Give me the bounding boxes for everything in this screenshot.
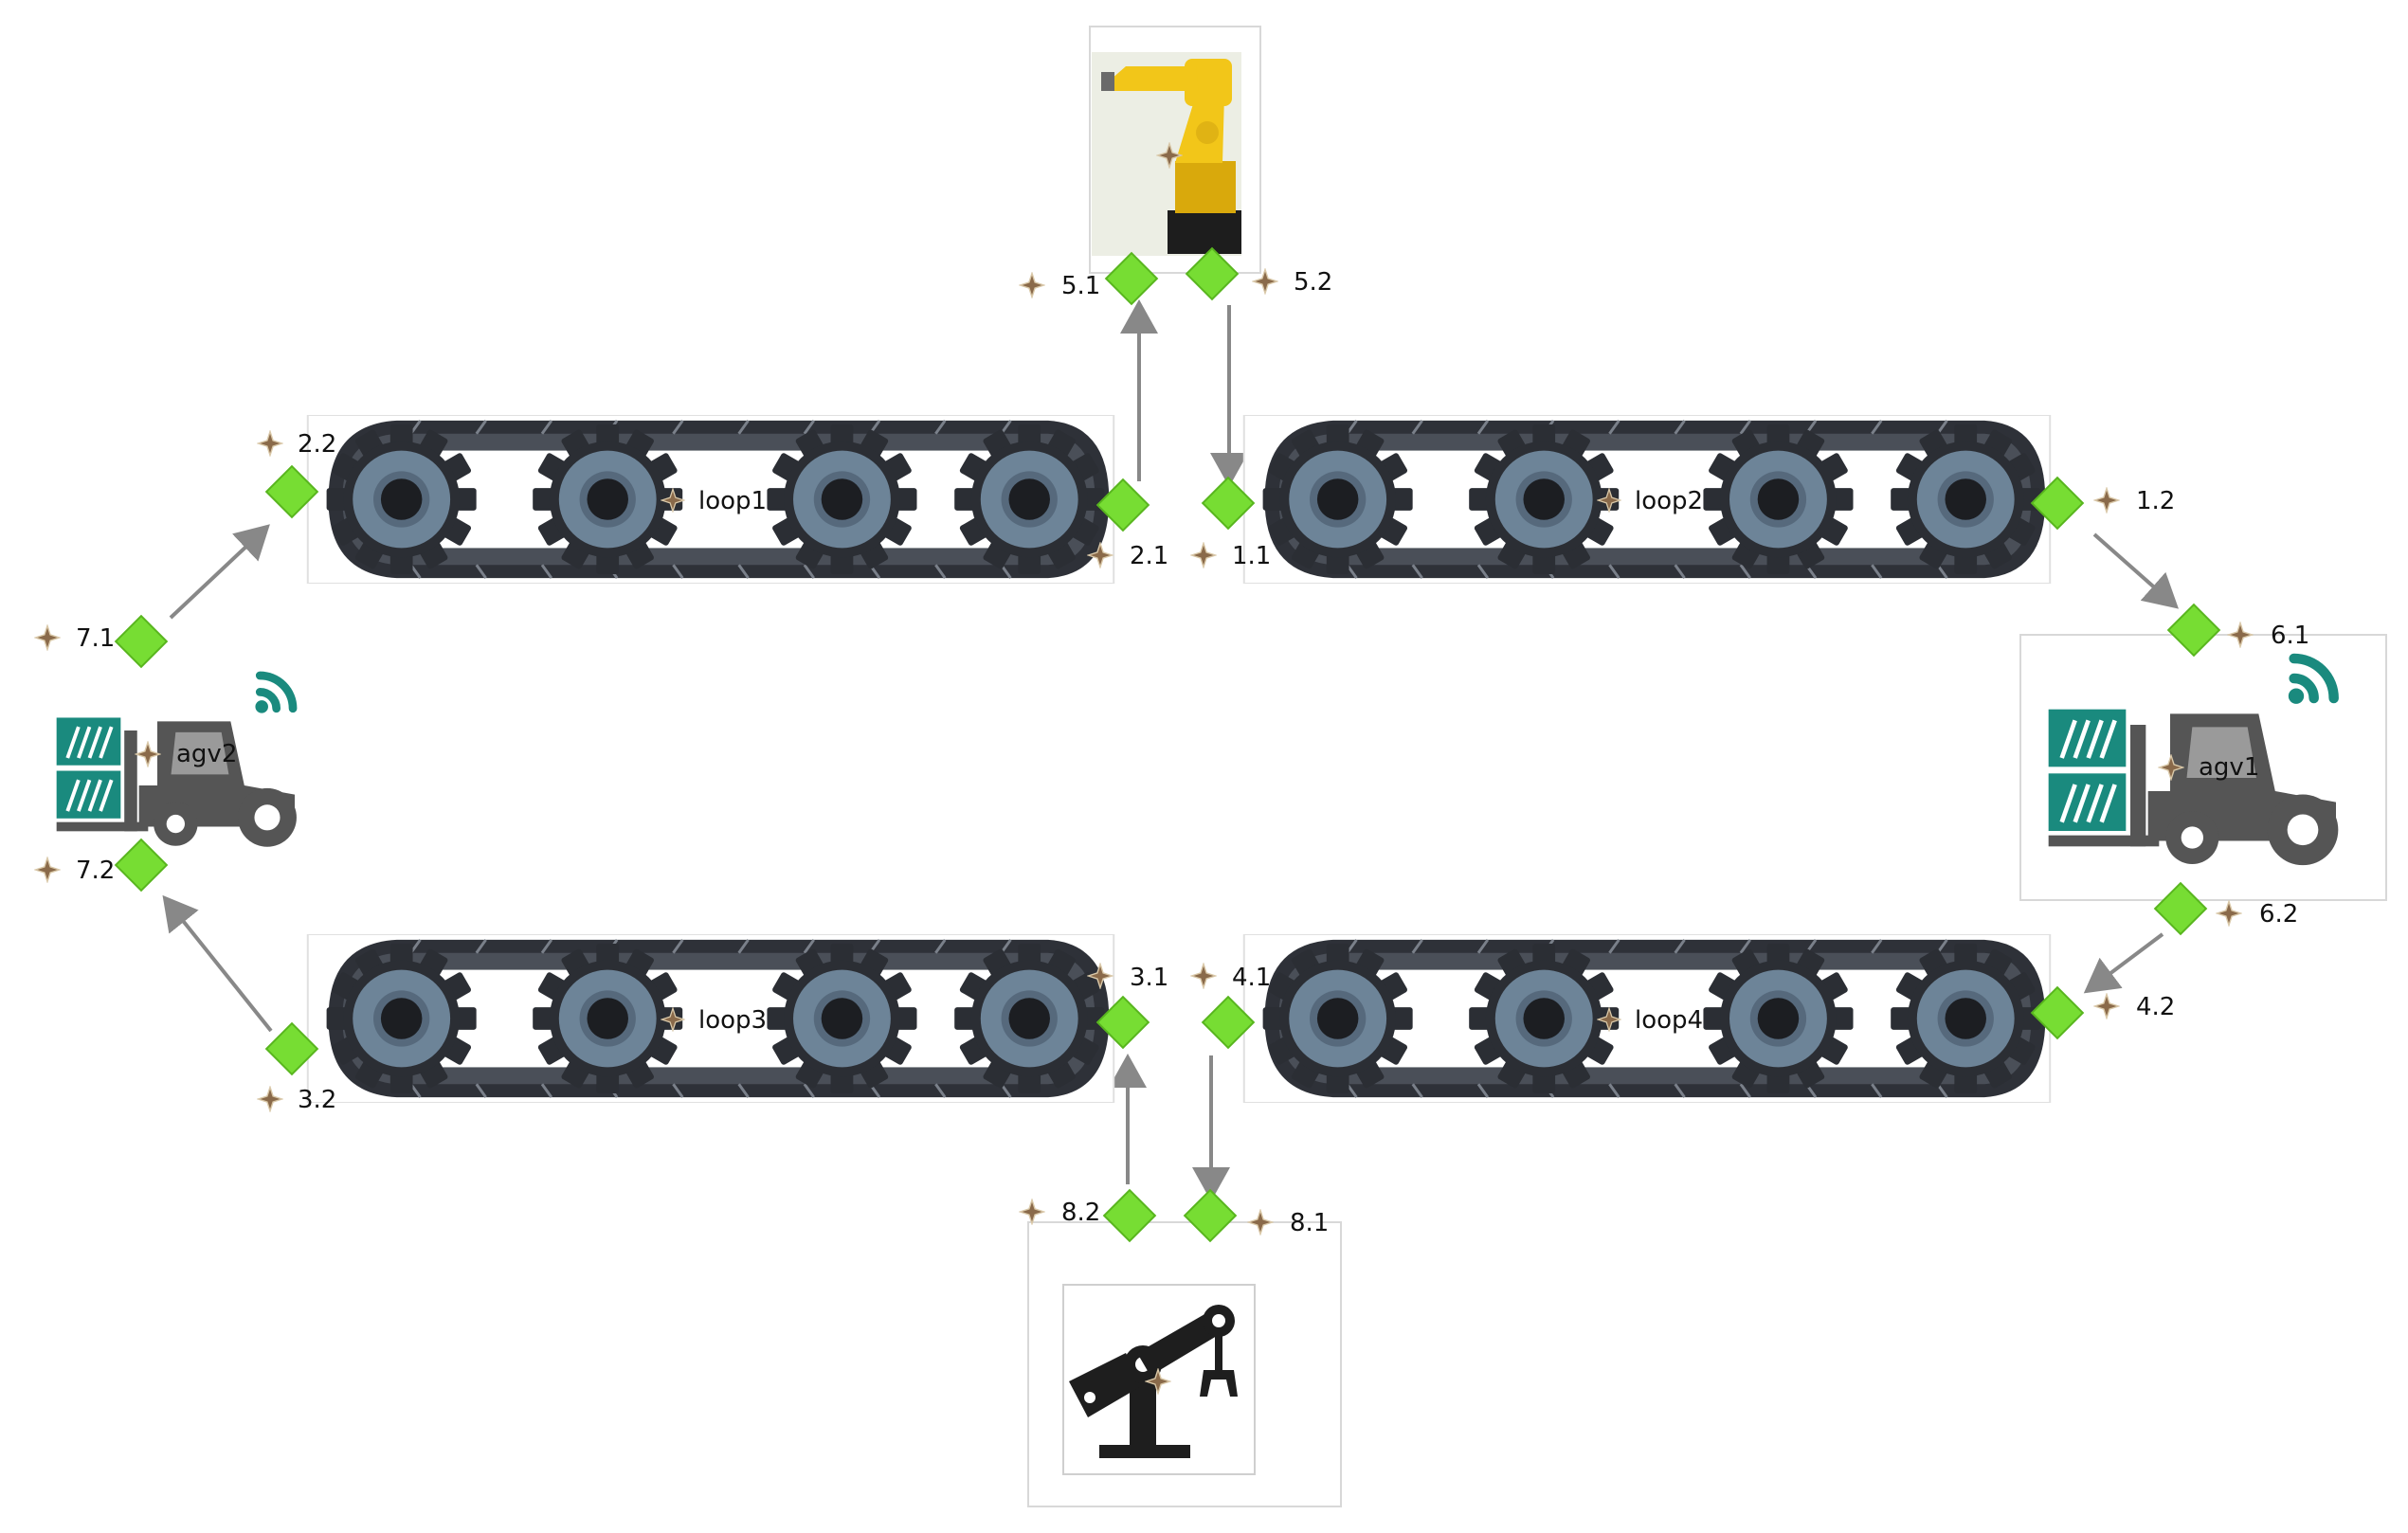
robot-top[interactable] [1089,26,1261,274]
port-marker-icon [1019,272,1045,298]
port-3.1[interactable]: 3.1 [1087,963,1168,1050]
port-3.2[interactable]: 3.2 [257,1021,336,1114]
port-marker-icon [1019,1199,1045,1225]
industrial-robot-photo-icon [1101,59,1241,254]
agv-label: agv2 [176,740,237,768]
conveyor-loop3[interactable]: loop3 [308,934,1113,1103]
port-4.2[interactable]: 4.2 [2030,985,2175,1040]
port-label: 6.2 [2259,900,2298,929]
robot-bottom[interactable] [1027,1221,1342,1507]
connector-7.1-2.2[interactable] [169,524,270,620]
port-6.1[interactable]: 6.1 [2166,603,2309,658]
conveyor-label: loop3 [698,1006,767,1035]
port-marker-icon [2093,487,2120,514]
port-2.2[interactable]: 2.2 [257,430,336,519]
port-2.1[interactable]: 2.1 [1087,478,1168,570]
agv-label: agv1 [2199,753,2259,782]
node-marker-icon [135,741,161,767]
port-4.1[interactable]: 4.1 [1190,963,1271,1050]
agv-agv2[interactable]: agv2 [57,676,297,847]
port-marker-icon [34,624,61,651]
conveyor-label: loop1 [698,487,767,515]
port-label: 5.1 [1061,272,1100,300]
port-marker-icon [1190,542,1217,568]
port-7.1[interactable]: 7.1 [34,614,169,669]
port-marker-icon [257,1086,283,1112]
port-label: 6.1 [2271,622,2309,650]
conveyor-loop2[interactable]: loop2 [1244,415,2050,584]
port-label: 5.2 [1294,268,1332,297]
robot-arm-icon [1069,1305,1238,1458]
port-1.2[interactable]: 1.2 [2030,476,2175,531]
port-8.2[interactable]: 8.2 [1019,1188,1157,1243]
port-7.2[interactable]: 7.2 [34,838,169,893]
port-label: 1.1 [1232,542,1271,570]
port-6.2[interactable]: 6.2 [2153,881,2298,936]
conveyor-label: loop2 [1635,487,1703,515]
conveyor-label: loop4 [1635,1006,1703,1035]
port-marker-icon [1190,963,1217,989]
port-marker-icon [34,857,61,883]
port-marker-icon [257,430,283,457]
conveyor-loop1[interactable]: loop1 [308,415,1113,584]
port-8.1[interactable]: 8.1 [1183,1188,1329,1243]
port-label: 2.2 [298,430,336,459]
port-label: 3.1 [1130,964,1168,992]
port-label: 4.2 [2136,993,2175,1021]
port-label: 2.1 [1130,542,1168,570]
port-label: 7.1 [76,624,115,653]
port-marker-icon [2216,900,2242,927]
port-marker-icon [2093,993,2120,1019]
connectors [162,299,2179,1201]
port-5.2[interactable]: 5.2 [1185,246,1332,301]
port-label: 8.1 [1290,1209,1329,1237]
port-label: 1.2 [2136,487,2175,515]
port-label: 7.2 [76,857,115,885]
connector-3.2-7.2[interactable] [162,894,273,1033]
connector-1.2-6.1[interactable] [2092,532,2179,609]
port-label: 3.2 [298,1086,336,1114]
port-1.1[interactable]: 1.1 [1190,476,1271,570]
port-label: 8.2 [1061,1199,1100,1227]
port-label: 4.1 [1232,964,1271,992]
port-5.1[interactable]: 5.1 [1019,251,1159,306]
conveyor-loop4[interactable]: loop4 [1244,934,2050,1103]
connector-6.2-4.2[interactable] [2083,932,2164,994]
agv-agv1[interactable]: agv1 [2019,634,2387,901]
